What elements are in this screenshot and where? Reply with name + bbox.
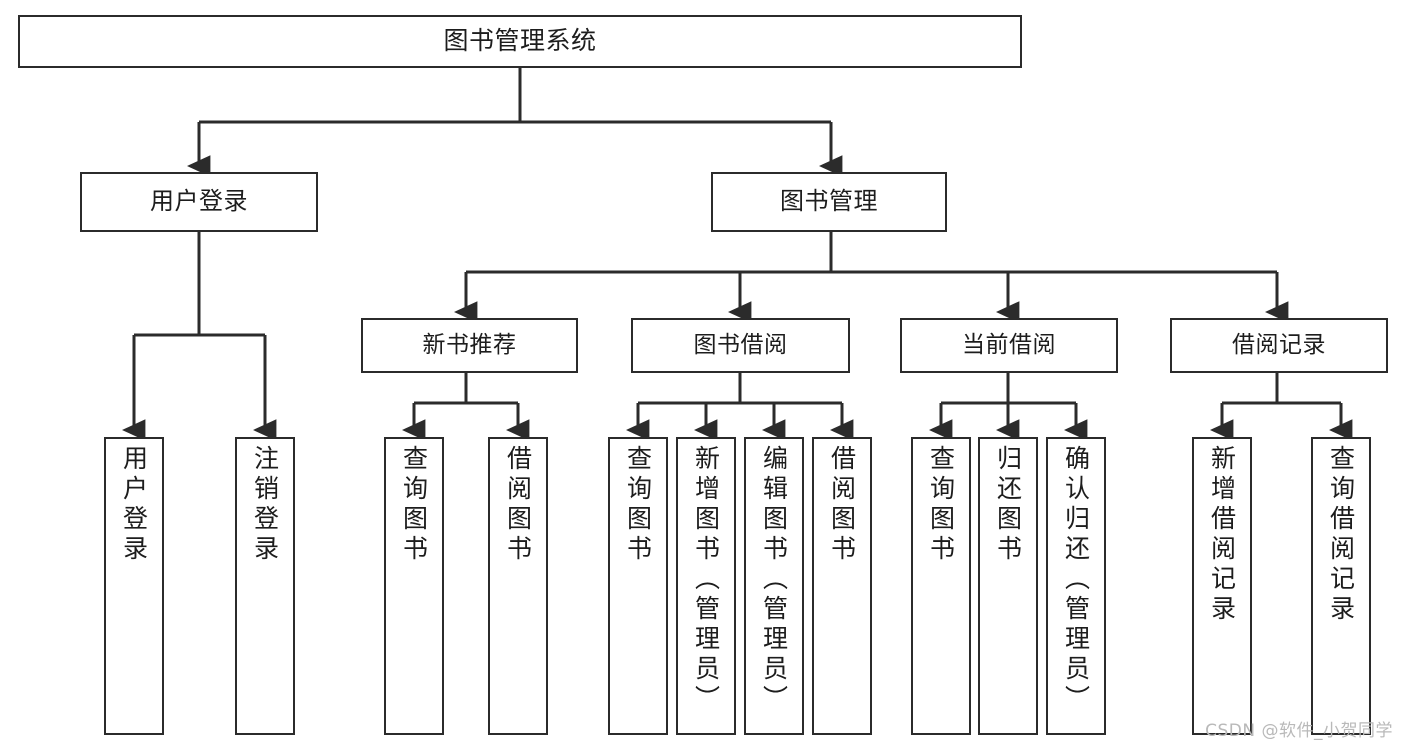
leaf-query-book-borrow[interactable]: 查询图书: [608, 437, 668, 735]
leaf-add-book-admin[interactable]: 新增图书（管理员）: [676, 437, 736, 735]
node-label: 当前借阅: [962, 332, 1056, 359]
node-root-system[interactable]: 图书管理系统: [18, 15, 1022, 68]
node-label: 查询图书: [623, 445, 653, 565]
node-current-borrow[interactable]: 当前借阅: [900, 318, 1118, 373]
leaf-edit-book-admin[interactable]: 编辑图书（管理员）: [744, 437, 804, 735]
node-label: 图书管理系统: [443, 26, 597, 56]
leaf-query-book-current[interactable]: 查询图书: [911, 437, 971, 735]
leaf-borrow-book[interactable]: 借阅图书: [812, 437, 872, 735]
node-label: 查询图书: [399, 445, 429, 565]
node-label: 归还图书: [993, 445, 1023, 565]
leaf-confirm-return-admin[interactable]: 确认归还（管理员）: [1046, 437, 1106, 735]
node-user-login[interactable]: 用户登录: [80, 172, 318, 232]
node-book-management[interactable]: 图书管理: [711, 172, 947, 232]
leaf-query-borrow-record[interactable]: 查询借阅记录: [1311, 437, 1371, 735]
leaf-user-login[interactable]: 用户登录: [104, 437, 164, 735]
node-label: 注销登录: [250, 445, 280, 565]
node-label: 借阅记录: [1232, 332, 1326, 359]
node-label: 用户登录: [119, 445, 149, 565]
leaf-query-book-new[interactable]: 查询图书: [384, 437, 444, 735]
node-label: 图书管理: [780, 187, 878, 216]
node-book-borrow[interactable]: 图书借阅: [631, 318, 850, 373]
node-label: 用户登录: [150, 187, 248, 216]
node-label: 新增借阅记录: [1207, 445, 1237, 625]
node-new-book-recommend[interactable]: 新书推荐: [361, 318, 578, 373]
node-borrow-record[interactable]: 借阅记录: [1170, 318, 1388, 373]
node-label: 确认归还（管理员）: [1061, 445, 1091, 715]
leaf-return-book[interactable]: 归还图书: [978, 437, 1038, 735]
node-label: 编辑图书（管理员）: [759, 445, 789, 715]
node-label: 新增图书（管理员）: [691, 445, 721, 715]
node-label: 查询图书: [926, 445, 956, 565]
node-label: 借阅图书: [827, 445, 857, 565]
leaf-add-borrow-record[interactable]: 新增借阅记录: [1192, 437, 1252, 735]
node-label: 新书推荐: [422, 332, 517, 359]
leaf-borrow-book-new[interactable]: 借阅图书: [488, 437, 548, 735]
node-label: 借阅图书: [503, 445, 533, 565]
leaf-logout[interactable]: 注销登录: [235, 437, 295, 735]
csdn-watermark: CSDN @软件_小贺同学: [1205, 721, 1393, 741]
node-label: 图书借阅: [693, 332, 788, 359]
node-label: 查询借阅记录: [1326, 445, 1356, 625]
